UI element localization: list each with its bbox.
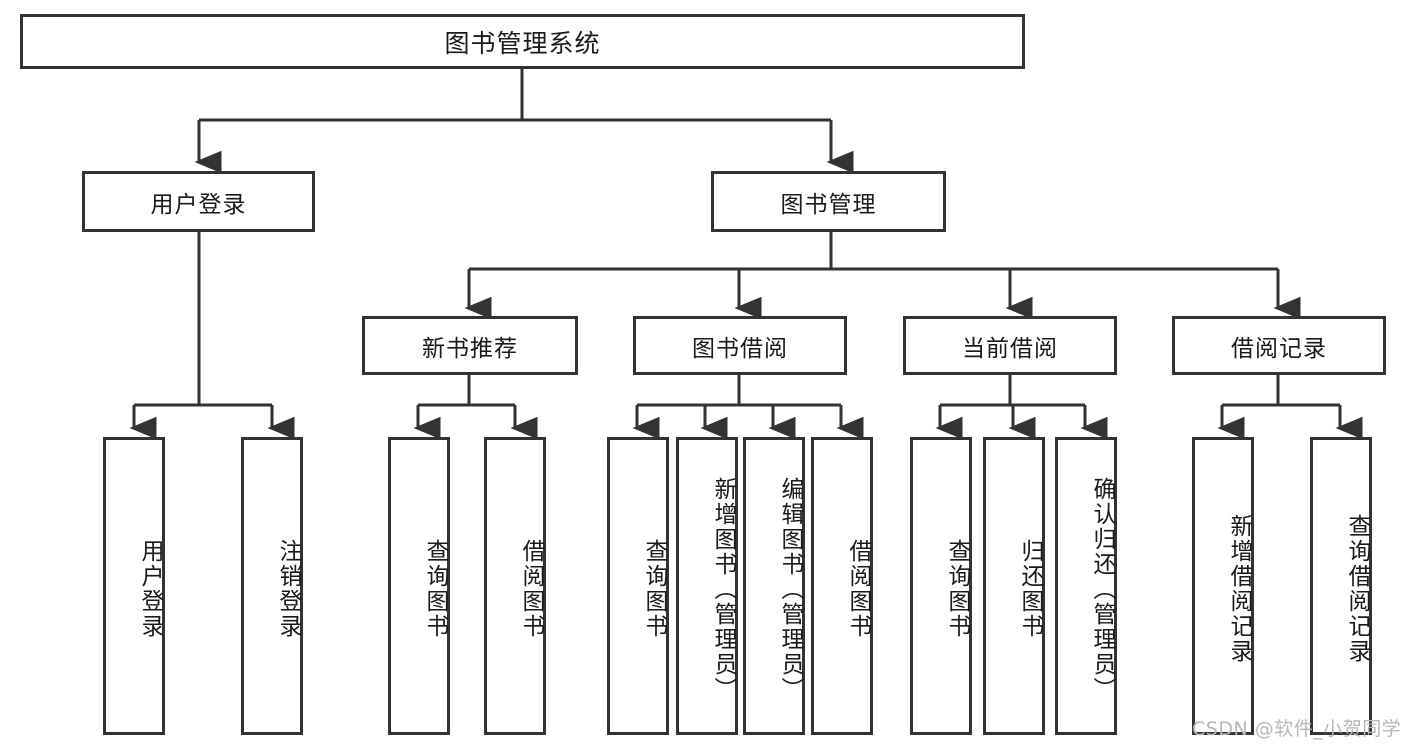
node-leaf-borrow-book-2[interactable]: 借阅图书 — [811, 437, 873, 735]
node-current-borrow[interactable]: 当前借阅 — [903, 316, 1117, 375]
leaf-label: 用户登录 — [137, 539, 163, 639]
node-root-book-management-system[interactable]: 图书管理系统 — [20, 14, 1025, 69]
node-leaf-edit-book-admin[interactable]: 编辑图书（管理员） — [743, 437, 805, 735]
connector-newbook-to-leaves — [413, 375, 538, 440]
leaf-label: 查询图书 — [641, 539, 667, 639]
connector-bookborrow-to-leaves — [632, 375, 864, 440]
leaf-label: 确认归还（管理员） — [1089, 476, 1115, 702]
node-new-book-recommend[interactable]: 新书推荐 — [362, 316, 578, 375]
node-leaf-logout-login[interactable]: 注销登录 — [241, 437, 303, 735]
leaf-label: 借阅图书 — [518, 539, 544, 639]
leaf-label: 查询借阅记录 — [1344, 514, 1370, 664]
connector-root-to-level2 — [194, 69, 854, 174]
leaf-label: 新增图书（管理员） — [710, 476, 736, 702]
node-leaf-confirm-return-admin[interactable]: 确认归还（管理员） — [1055, 437, 1117, 735]
node-leaf-query-book-1[interactable]: 查询图书 — [388, 437, 450, 735]
node-leaf-query-book-3[interactable]: 查询图书 — [910, 437, 972, 735]
node-borrow-record[interactable]: 借阅记录 — [1172, 316, 1386, 375]
node-leaf-borrow-book-1[interactable]: 借阅图书 — [484, 437, 546, 735]
node-leaf-add-book-admin[interactable]: 新增图书（管理员） — [676, 437, 738, 735]
connector-currentborrow-to-leaves — [935, 375, 1108, 440]
leaf-label: 借阅图书 — [845, 539, 871, 639]
csdn-watermark: CSDN @软件_小贺同学 — [1192, 718, 1402, 740]
node-leaf-add-borrow-record[interactable]: 新增借阅记录 — [1192, 437, 1254, 735]
leaf-label: 查询图书 — [944, 539, 970, 639]
connector-userlogin-to-leaves — [129, 232, 295, 440]
node-leaf-return-book[interactable]: 归还图书 — [983, 437, 1045, 735]
leaf-label: 编辑图书（管理员） — [777, 476, 803, 702]
node-book-borrow[interactable]: 图书借阅 — [633, 316, 847, 375]
leaf-label: 新增借阅记录 — [1226, 514, 1252, 664]
connector-borrowrecord-to-leaves — [1217, 375, 1363, 440]
leaf-label: 查询图书 — [422, 539, 448, 639]
node-user-login[interactable]: 用户登录 — [82, 171, 315, 232]
node-leaf-query-book-2[interactable]: 查询图书 — [607, 437, 669, 735]
node-leaf-user-login[interactable]: 用户登录 — [103, 437, 165, 735]
connector-bookmanage-to-level3 — [464, 232, 1301, 320]
node-book-manage[interactable]: 图书管理 — [711, 171, 946, 232]
leaf-label: 归还图书 — [1017, 539, 1043, 639]
leaf-label: 注销登录 — [275, 539, 301, 639]
node-leaf-query-borrow-record[interactable]: 查询借阅记录 — [1310, 437, 1372, 735]
